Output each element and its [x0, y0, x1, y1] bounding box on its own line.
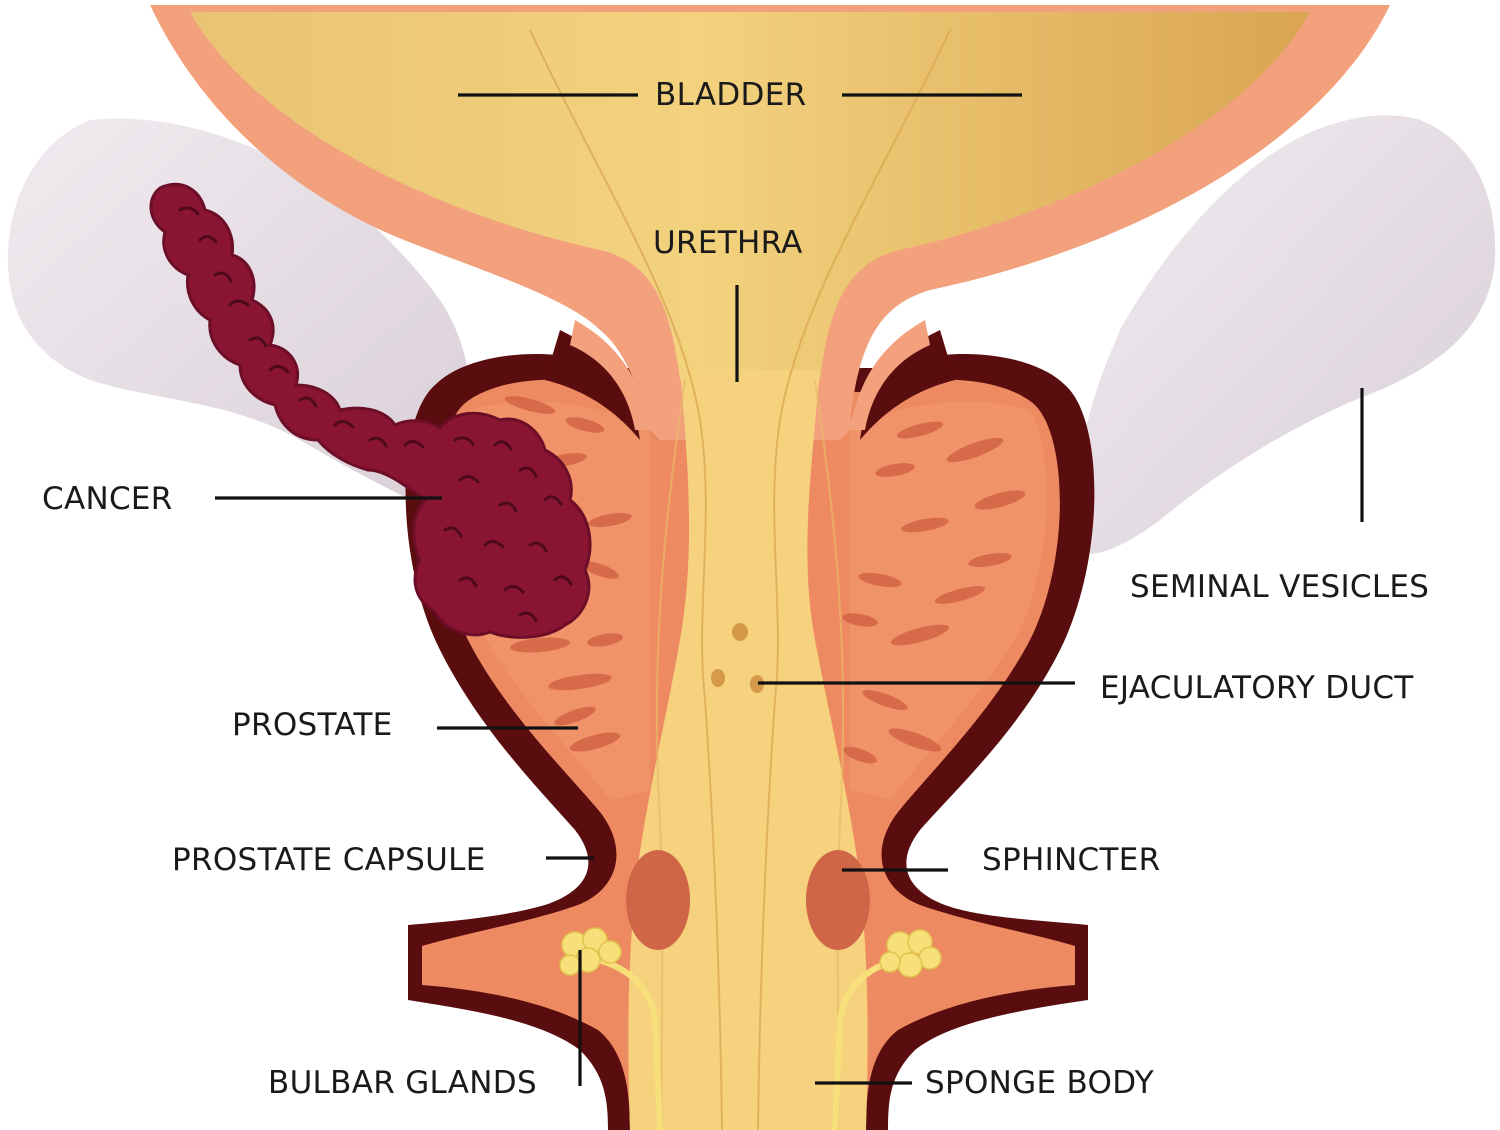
ejaculatory-duct-openings	[711, 623, 764, 693]
stripe	[934, 586, 986, 604]
bladder-right-tip	[860, 330, 955, 440]
stripe	[968, 552, 1012, 568]
stripe	[946, 437, 1004, 463]
stripe	[581, 561, 619, 579]
bladder-left-tip	[545, 330, 640, 440]
urethra-line-right	[757, 29, 951, 1130]
seminal-vesicle-right	[1077, 115, 1496, 554]
leader-lines	[215, 93, 1364, 1086]
urethra-channel	[628, 370, 868, 1130]
gland-lobe	[879, 951, 901, 973]
label-cancer: CANCER	[42, 481, 173, 517]
stripe	[842, 746, 878, 764]
label-bladder: BLADDER	[655, 77, 807, 113]
stripe	[554, 706, 596, 726]
duct-dot	[711, 669, 725, 687]
stripe	[548, 673, 612, 691]
label-sponge-body: SPONGE BODY	[925, 1065, 1154, 1101]
stripe	[896, 421, 944, 439]
duct-dot	[750, 675, 764, 693]
cancer-texture	[178, 206, 573, 623]
label-prostate: PROSTATE	[232, 707, 393, 743]
urethra-line-left	[529, 29, 723, 1130]
bladder-wall-right-tip	[850, 320, 930, 430]
cancer-tumor	[149, 182, 592, 639]
duct-dot	[732, 623, 748, 641]
stripe	[569, 732, 621, 752]
label-urethra: URETHRA	[653, 225, 803, 261]
cancer-mass	[149, 182, 592, 639]
sphincter-right	[806, 850, 870, 950]
stripe	[842, 613, 878, 627]
bulbar-duct-left	[589, 955, 663, 1130]
stripe	[565, 417, 605, 433]
stripe	[587, 633, 623, 647]
bladder-wall-left-tip	[570, 320, 650, 430]
stripe	[858, 572, 902, 588]
stripe	[510, 637, 570, 653]
stripe	[862, 690, 908, 710]
stripe	[974, 490, 1026, 510]
label-seminal-vesicles: SEMINAL VESICLES	[1130, 569, 1430, 605]
bladder-interior	[190, 12, 1310, 380]
stripe	[588, 512, 632, 528]
stripe	[901, 517, 949, 533]
sphincter-muscles	[626, 850, 870, 950]
label-bulbar-glands: BULBAR GLANDS	[268, 1065, 537, 1101]
sphincter-left	[626, 850, 690, 950]
stripe	[890, 624, 950, 646]
stripe	[888, 728, 942, 752]
label-prostate-capsule: PROSTATE CAPSULE	[172, 842, 486, 878]
label-ejaculatory-duct: EJACULATORY DUCT	[1100, 670, 1414, 706]
gland-lobe	[897, 952, 923, 978]
stripe	[504, 396, 556, 414]
gland-lobe	[559, 954, 581, 976]
label-sphincter: SPHINCTER	[982, 842, 1161, 878]
gland-lobe	[598, 940, 622, 964]
stripe	[875, 463, 915, 477]
urethra-line-mid-left	[655, 379, 686, 1130]
